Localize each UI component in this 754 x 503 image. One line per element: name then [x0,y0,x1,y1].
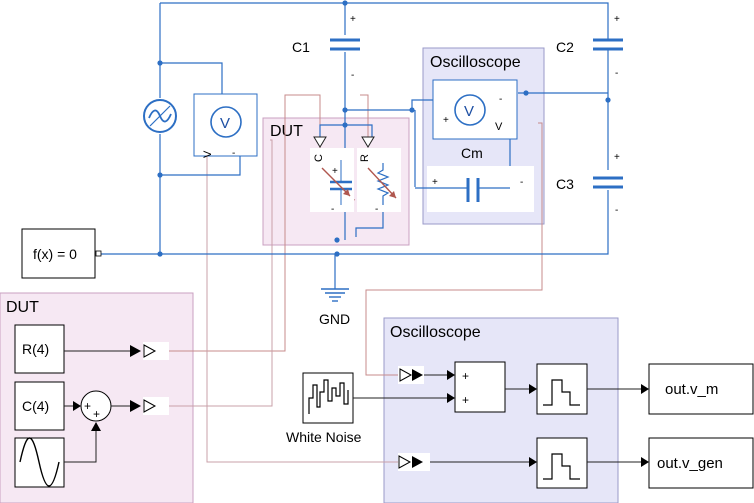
probe-c-label: C [313,154,325,162]
sum-osc-plus-1: + [462,369,469,383]
dut-region-top-label: DUT [270,123,303,140]
r4-label: R(4) [22,341,49,357]
cm-cap-minus: - [520,177,523,188]
oscilloscope-subsystem-label: Oscilloscope [390,324,481,341]
voltage-sensor-cm[interactable]: V + - V Cm [432,79,518,161]
oscilloscope-arrowheads [447,370,649,467]
fx-label: f(x) = 0 [33,246,77,262]
c3-label: C3 [556,176,574,192]
c3-plus: + [614,152,620,163]
c1-plus: + [350,14,356,25]
variable-capacitor[interactable]: + - C [310,148,354,215]
goto-tag-c[interactable] [130,397,169,415]
variable-resistor[interactable]: - R [357,148,401,215]
c2-plus: + [614,14,620,25]
c4-label: C(4) [22,398,49,414]
c3-capacitor[interactable]: C3 + - [556,152,623,216]
sum-block-dut[interactable]: + + [80,390,112,422]
zero-order-hold-icon [543,379,580,406]
solver-config-block[interactable]: f(x) = 0 [21,228,102,279]
voltmeter-cm-symbol: V [464,103,474,120]
sine-source-block[interactable] [14,437,65,488]
sum-block-osc[interactable]: + + [454,361,506,413]
sum-osc-plus-2: + [462,393,469,407]
voltmeter-left-minus: - [232,148,235,159]
r4-block[interactable]: R(4) [14,324,65,374]
oscilloscope-signal-lines [353,374,642,463]
ground-icon[interactable]: GND [319,285,350,327]
voltage-sensor-icon [454,94,486,126]
zoh-block-1[interactable] [536,363,588,415]
out-vm-block[interactable]: out.v_m [648,363,754,415]
c4-block[interactable]: C(4) [14,381,65,431]
c3-minus: - [615,205,618,216]
c1-capacitor[interactable]: C1 + - [292,14,360,81]
var-res-minus: - [375,204,378,215]
gnd-label: GND [319,311,350,327]
ac-voltage-source-icon[interactable] [143,99,177,133]
sum-dut-plus-2: + [93,407,100,421]
out-vgen-label: out.v_gen [657,455,723,472]
voltmeter-left-symbol: V [220,115,230,132]
voltmeter-cm-port-label: V [495,121,503,133]
junction-dots [157,0,611,257]
voltmeter-cm-plus: + [443,115,449,126]
voltage-sensor-icon [210,106,242,138]
dut-subsystem-label: DUT [6,299,39,316]
dut-arrowheads [73,401,101,431]
c1-minus: - [351,70,354,81]
c2-capacitor[interactable]: C2 + - [556,14,623,79]
cm-cap-plus: + [432,177,438,188]
zoh-block-2[interactable] [536,437,588,489]
white-noise-icon [308,379,349,414]
white-noise-block[interactable]: White Noise [286,372,362,445]
oscilloscope-region-top-label: Oscilloscope [430,54,521,71]
zero-order-hold-icon [543,453,580,480]
sum-dut-plus-1: + [84,399,91,413]
from-tag-m[interactable] [398,366,424,384]
cm-capacitor[interactable]: + - [415,166,534,212]
from-tag-gen[interactable] [398,453,430,471]
probe-triangles [313,136,375,148]
voltage-sensor-left[interactable]: V V - [193,93,258,159]
voltmeter-cm-minus: - [499,94,502,105]
probe-r-label: R [359,154,371,162]
sine-wave-icon [19,437,60,487]
c2-label: C2 [556,39,574,55]
var-cap-minus: - [331,204,334,215]
white-noise-label: White Noise [286,429,362,445]
c2-minus: - [615,68,618,79]
goto-tag-r[interactable] [130,342,169,360]
out-vgen-block[interactable]: out.v_gen [648,437,754,489]
cm-label: Cm [461,145,483,161]
c1-label: C1 [292,39,310,55]
out-vm-label: out.v_m [665,381,718,398]
voltmeter-left-port-label: V [202,150,214,158]
var-cap-plus: + [332,166,338,177]
